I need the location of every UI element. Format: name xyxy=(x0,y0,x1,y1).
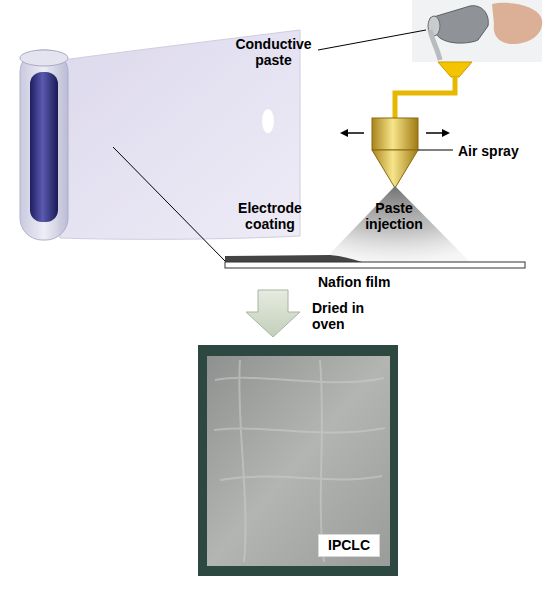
leader-line xyxy=(318,30,426,50)
part-label: Paste injection xyxy=(357,200,431,232)
callout-line xyxy=(113,147,226,262)
move-arrow xyxy=(426,132,444,134)
part-label: Nafion film xyxy=(318,274,390,290)
nozzle-tip xyxy=(372,150,418,188)
ipclc-sheet xyxy=(207,356,390,566)
feed-pipe xyxy=(395,77,455,120)
paste-stream xyxy=(430,30,440,60)
light-spot xyxy=(262,109,274,133)
process-arrow xyxy=(246,290,300,337)
nafion-film xyxy=(225,262,525,268)
move-arrowhead xyxy=(340,129,348,137)
product-label-box: IPCLC xyxy=(318,534,380,557)
move-arrow xyxy=(346,132,364,134)
result-photo xyxy=(198,345,398,576)
pouring-photo xyxy=(412,0,542,62)
part-label: Air spray xyxy=(458,143,519,159)
electrode-coating xyxy=(225,255,362,262)
part-label: Conductive paste xyxy=(226,36,321,68)
roll-top xyxy=(20,50,68,66)
box-text: IPCLC xyxy=(328,537,370,553)
part-label: Electrode coating xyxy=(226,200,314,232)
spray-cone xyxy=(322,186,470,262)
part-label: Dried in oven xyxy=(312,300,374,332)
move-arrowhead xyxy=(442,129,450,137)
nozzle-body xyxy=(372,118,418,150)
roll-cylinder xyxy=(20,50,68,240)
funnel xyxy=(438,62,472,77)
leader-line xyxy=(418,150,453,151)
sheet-wrinkles xyxy=(214,360,385,562)
hand xyxy=(492,3,542,44)
roll-core xyxy=(30,72,58,222)
